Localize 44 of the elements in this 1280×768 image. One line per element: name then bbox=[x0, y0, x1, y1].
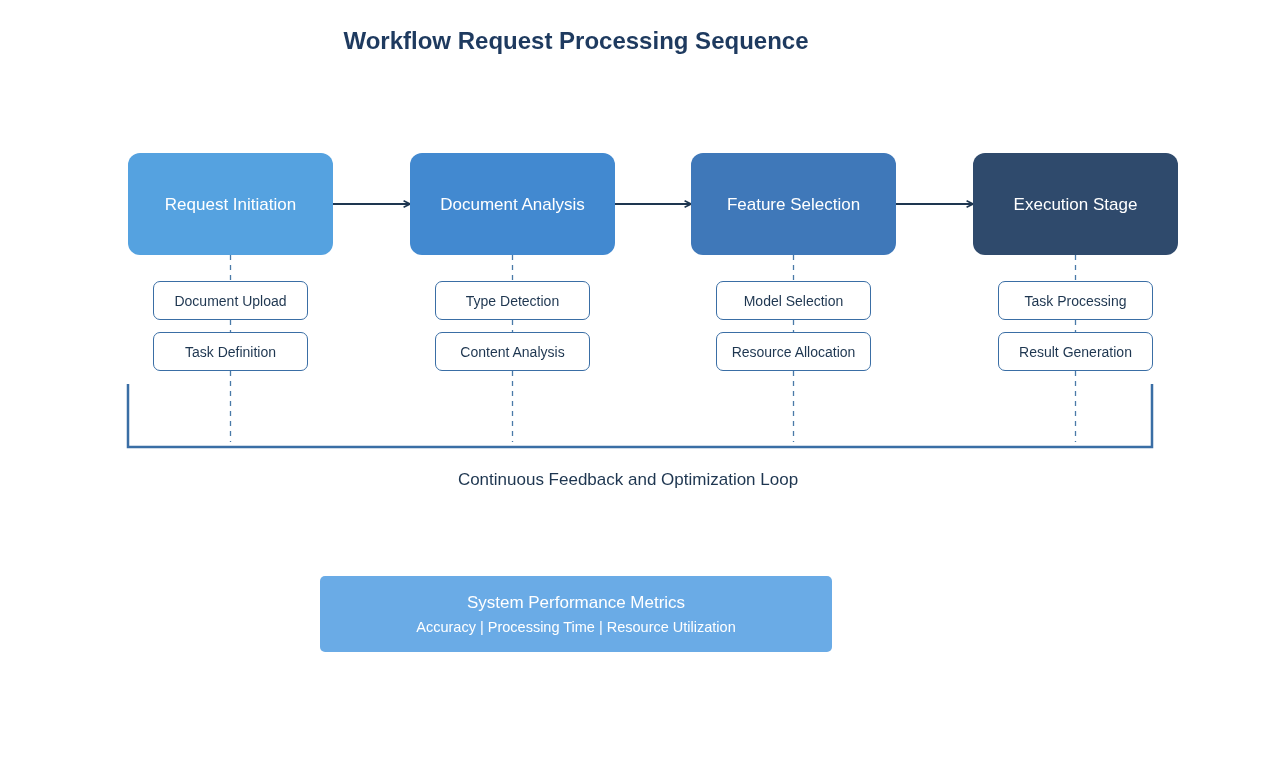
step-box bbox=[716, 281, 871, 320]
dashed-connector bbox=[229, 319, 232, 333]
step-box bbox=[998, 332, 1153, 371]
node-label: Document Upload bbox=[174, 292, 287, 309]
arrow bbox=[614, 200, 692, 208]
dashed-connector bbox=[792, 319, 795, 333]
dashed-connector bbox=[1074, 254, 1077, 282]
loop-label: Continuous Feedback and Optimization Loop bbox=[456, 470, 800, 490]
metrics-text: System Performance Metrics bbox=[466, 593, 686, 613]
step-box bbox=[998, 281, 1153, 320]
node-label: Resource Allocation bbox=[731, 343, 856, 360]
dashed-connector bbox=[1074, 319, 1077, 333]
step-box bbox=[153, 332, 308, 371]
step-box bbox=[716, 332, 871, 371]
node-label: Task Processing bbox=[1024, 292, 1127, 309]
node-label: Request Initiation bbox=[164, 193, 297, 216]
node-label: Feature Selection bbox=[726, 193, 861, 216]
step-box bbox=[435, 332, 590, 371]
dashed-connector bbox=[1074, 370, 1077, 443]
node-label: Document Analysis bbox=[440, 193, 585, 216]
node-label: Model Selection bbox=[743, 292, 844, 309]
stage-box bbox=[973, 153, 1178, 255]
node-label: Task Definition bbox=[184, 343, 276, 360]
dashed-connector bbox=[511, 319, 514, 333]
stage-box bbox=[410, 153, 615, 255]
metrics-text: Accuracy | Processing Time | Resource Utilization bbox=[416, 619, 736, 635]
dashed-connector bbox=[229, 370, 232, 443]
dashed-connector bbox=[229, 254, 232, 282]
node-label: Result Generation bbox=[1019, 343, 1132, 360]
dashed-connector bbox=[511, 370, 514, 443]
node-label: Content Analysis bbox=[460, 343, 565, 360]
arrow bbox=[332, 200, 411, 208]
stage-box bbox=[128, 153, 333, 255]
arrow bbox=[895, 200, 974, 208]
stage-box bbox=[691, 153, 896, 255]
dashed-connector bbox=[511, 254, 514, 282]
step-box bbox=[153, 281, 308, 320]
node-label: Execution Stage bbox=[1013, 193, 1138, 216]
node-label: Type Detection bbox=[465, 292, 560, 309]
step-box bbox=[435, 281, 590, 320]
dashed-connector bbox=[792, 370, 795, 443]
dashed-connector bbox=[792, 254, 795, 282]
diagram-title: Workflow Request Processing Sequence bbox=[342, 27, 810, 55]
metrics-panel bbox=[320, 576, 832, 652]
